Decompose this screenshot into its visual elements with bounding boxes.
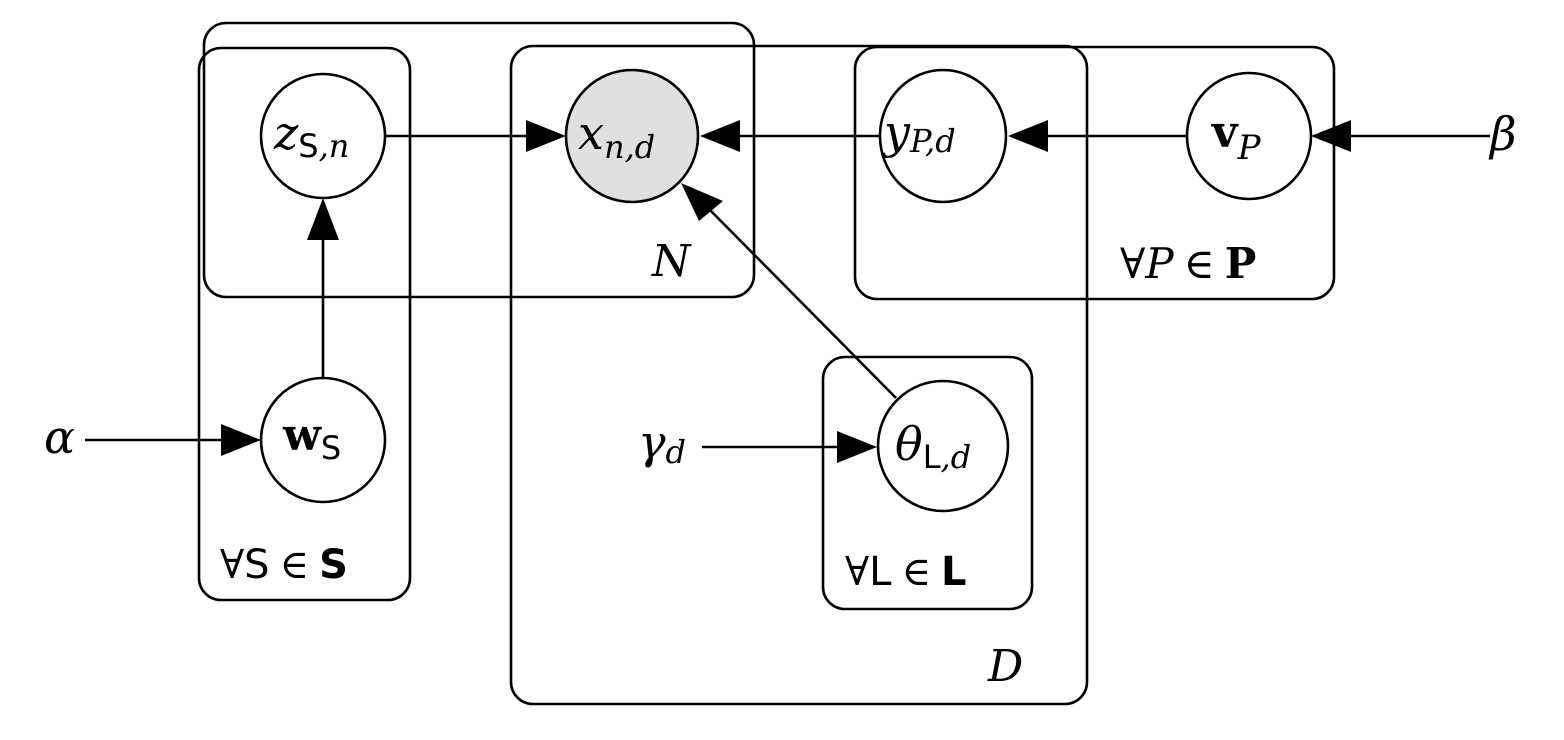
node-y-sub: P,d [909,122,956,160]
node-theta-main: θ [895,417,923,471]
hyperparameter-beta: β [1488,107,1517,161]
arrowhead-v-to-y [1008,120,1048,152]
svg-text:xn,d: xn,d [578,106,655,166]
node-z-sub-set: S [298,127,318,165]
node-x-main: x [578,106,604,160]
hyperparameter-alpha: α [44,410,75,464]
node-w-sub: S [321,429,341,467]
arrowhead-theta-to-x [681,183,723,221]
svg-text:wS: wS [282,410,341,467]
arrowhead-alpha-to-w [221,424,261,456]
plate-d-label: D [987,641,1023,692]
svg-text:yP,d: yP,d [882,105,956,160]
gamma-sub: d [666,433,686,471]
arrowhead-y-to-x [700,120,740,152]
plate-p [853,45,1336,301]
plate-n-label: N [651,236,692,287]
node-x-observed: xn,d [564,68,700,204]
node-z-main: z [273,106,299,160]
gamma-main: γ [638,415,666,469]
node-w: wS [259,376,387,504]
arrowhead-w-to-z [307,198,339,240]
plate-l [821,355,1034,611]
arrowhead-z-to-x [526,120,566,152]
plate-l-label: ∀L∈L [845,549,967,595]
node-z-sub-rest: ,n [319,127,350,165]
hyperparameter-gamma: γd [638,415,686,471]
arrowhead-beta-to-v [1311,120,1351,152]
edge-theta-to-x [707,207,897,399]
arrowhead-gamma-to-theta [837,431,877,463]
plate-p-label: ∀P∈P [1120,239,1256,288]
node-z: zS,n [259,72,387,200]
plate-s [197,46,412,602]
node-x-sub: n,d [604,128,655,166]
plate-s-label: ∀S∈S [220,542,348,588]
svg-text:vP: vP [1211,107,1262,168]
node-v: vP [1185,71,1313,201]
svg-text:θL,d: θL,d [895,417,971,476]
node-theta: θL,d [876,379,1010,513]
node-w-main: w [282,410,322,461]
node-theta-sub-set: L [923,438,941,476]
plate-d [509,44,1089,706]
node-y: yP,d [878,68,1008,204]
node-v-main: v [1211,107,1239,158]
svg-text:zS,n: zS,n [273,106,349,165]
node-theta-sub-rest: ,d [941,438,972,476]
plate-n [202,21,756,299]
node-v-sub: P [1237,128,1262,168]
node-y-main: y [882,105,911,159]
